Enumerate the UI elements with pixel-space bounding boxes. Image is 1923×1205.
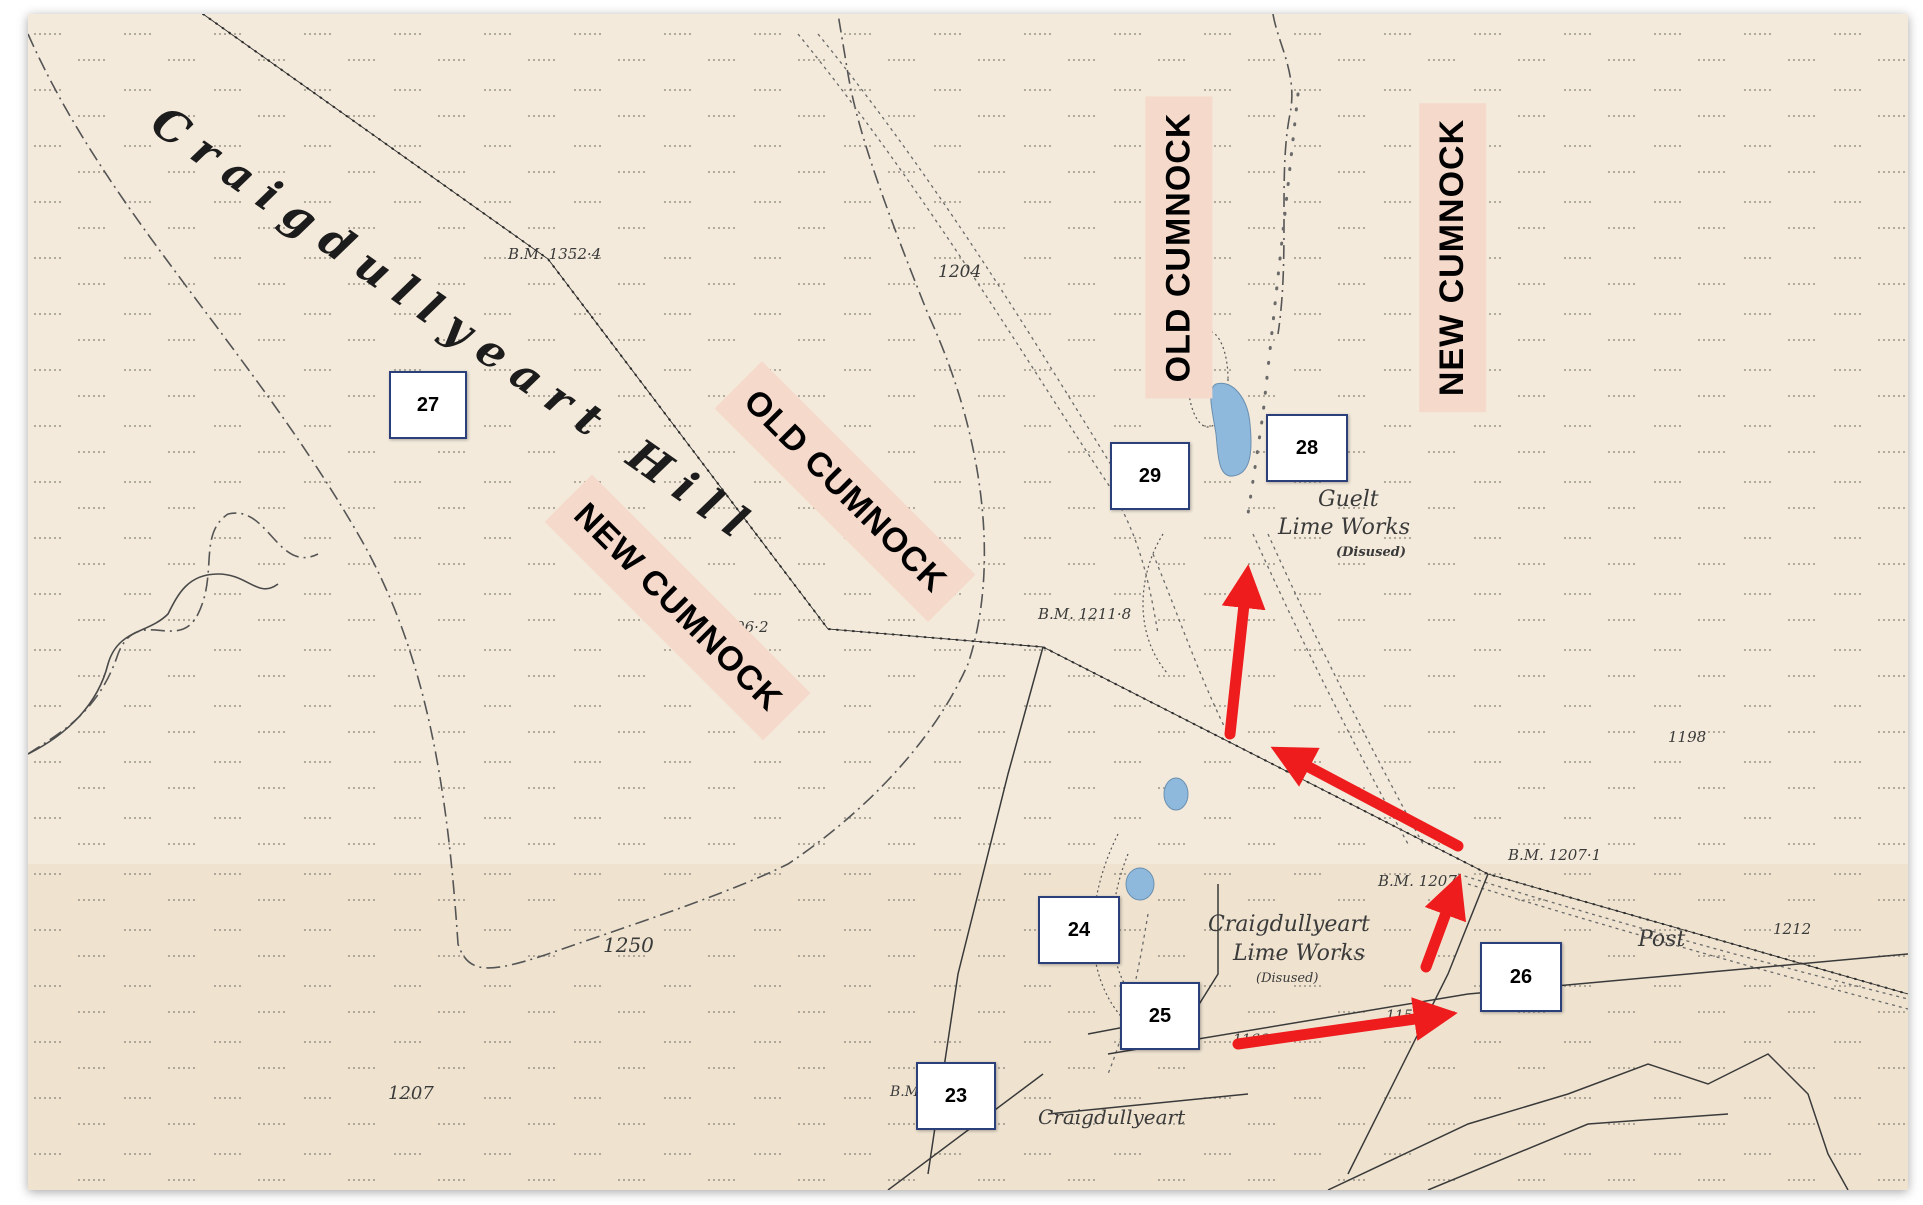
route-arrow-2 [1420,873,1467,973]
boundary-line-west [28,512,319,755]
post-label: Post [1637,927,1685,952]
height-1204-label: 1204 [938,262,981,282]
field-line-4 [1107,953,1908,1055]
marker-24[interactable]: 24 [1038,896,1120,964]
new-cumnock-vertical-label: NEW CUMNOCK [1419,102,1487,413]
bm-1211-label: B.M. 1211·8 [1037,605,1131,623]
pond-middle [1163,777,1189,811]
old-cumnock-vertical-label: OLD CUMNOCK [1145,96,1213,399]
marker-29[interactable]: 29 [1110,442,1190,510]
stream-line [28,573,279,755]
boundary-line-hill [28,14,986,969]
track-north-west [797,33,1159,635]
road-east-2 [1467,883,1908,1010]
bm-left-label: B.M. [889,1084,924,1100]
guelt-disused-label: (Disused) [1336,545,1406,560]
height-1212-label: 1212 [1773,920,1811,938]
track-lime-south [1152,553,1229,735]
bm-1207-label: B.M. 1207 [1377,872,1457,890]
moorland-hatching [28,14,1908,1190]
height-1207-label: 1207 [388,1083,434,1104]
track-north-west-2 [817,33,1124,485]
parish-boundaries [28,14,1293,969]
height-1198-label: 1198 [1668,728,1706,746]
guelt-label: Guelt [1318,487,1379,512]
quarry-mid [1142,533,1169,675]
craig-lime-works-name: Craigdullyeart [1208,912,1370,937]
fence-line-thin [202,14,1908,995]
field-line-3 [1347,873,1489,1175]
guelt-lime-works-label: Lime Works [1277,515,1410,540]
marker-28[interactable]: 28 [1266,414,1348,482]
track-north [1246,92,1300,516]
marker-27[interactable]: 27 [389,371,467,439]
route-arrows [1221,564,1467,1050]
field-boundaries [887,646,1908,1190]
os-map: Craigdullyeart Hill B.M. 1352·4 1306·2 B… [28,14,1908,1190]
field-line-7 [1327,1053,1849,1190]
farm-label: Craigdullyeart [1038,1105,1186,1129]
height-1250-label: 1250 [603,933,654,957]
marker-26[interactable]: 26 [1480,942,1562,1012]
marker-23[interactable]: 23 [916,1062,996,1130]
bm-1207-1-label: B.M. 1207·1 [1507,846,1601,864]
bm-1352-label: B.M. 1352·4 [507,245,601,263]
track-lime-east-2 [1267,533,1424,845]
field-line-6 [887,1073,1044,1190]
track-lime-east [1252,533,1409,845]
field-line-5 [1047,1093,1249,1115]
route-arrow-3 [1270,746,1464,852]
route-arrow-4 [1221,564,1266,740]
map-frame: Craigdullyeart Hill B.M. 1352·4 1306·2 B… [28,14,1908,1190]
field-line-8 [1427,1113,1729,1190]
pond-south [1125,867,1155,901]
pond-guelt [1210,382,1252,477]
craig-disused-label: (Disused) [1256,971,1318,986]
marker-25[interactable]: 25 [1120,982,1200,1050]
craig-lime-works-label: Lime Works [1232,941,1365,966]
road-east [1457,873,1908,1000]
route-arrow-1 [1232,997,1458,1050]
boundary-line-north [1272,14,1293,335]
